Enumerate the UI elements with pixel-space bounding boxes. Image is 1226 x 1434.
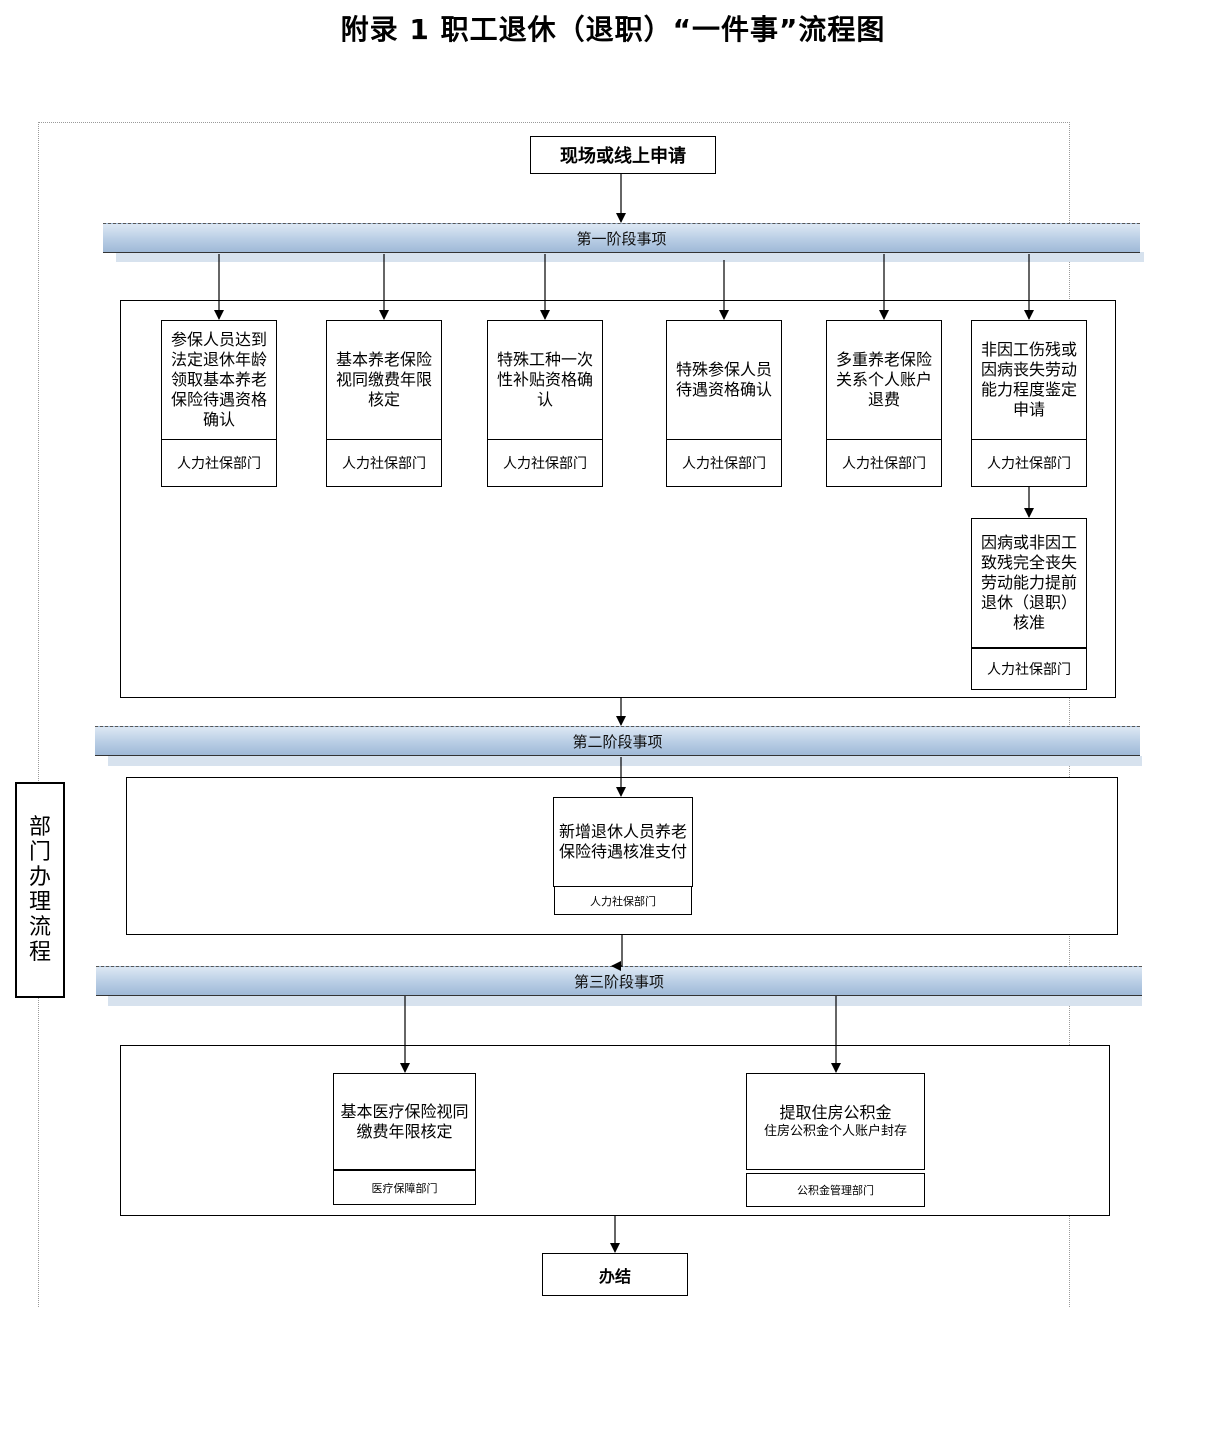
stage3-item-2: 提取住房公积金 住房公积金个人账户封存 [746, 1073, 925, 1170]
stage1-item-3-dept: 人力社保部门 [487, 439, 603, 487]
stage1-item-1: 参保人员达到法定退休年龄领取基本养老保险待遇资格确认 [161, 320, 277, 440]
arrow-stage2-to-stage3 [611, 935, 623, 971]
stage2-item: 新增退休人员养老保险待遇核准支付 [553, 797, 693, 887]
stage3-item-2-dept: 公积金管理部门 [746, 1173, 925, 1207]
stage1-item-6: 非因工伤残或因病丧失劳动能力程度鉴定申请 [971, 320, 1087, 440]
stage3-item-2-sub: 住房公积金个人账户封存 [763, 1124, 907, 1139]
stage1-band-shadow [116, 252, 1144, 262]
stage1-item-4-dept: 人力社保部门 [666, 439, 782, 487]
stage1-item-1-dept: 人力社保部门 [161, 439, 277, 487]
stage2-band-shadow [108, 756, 1142, 766]
stage1-item-2-dept: 人力社保部门 [326, 439, 442, 487]
process-frame [38, 122, 1070, 1307]
start-node: 现场或线上申请 [530, 136, 716, 174]
stage1-container [120, 300, 1116, 698]
stage1-item-3: 特殊工种一次性补贴资格确认 [487, 320, 603, 440]
stage1-item-5: 多重养老保险关系个人账户退费 [826, 320, 942, 440]
stage3-container [120, 1045, 1110, 1216]
stage3-item-1: 基本医疗保险视同缴费年限核定 [333, 1073, 476, 1170]
stage1-band: 第一阶段事项 [103, 223, 1140, 253]
stage1-followup: 因病或非因工致残完全丧失劳动能力提前退休（退职）核准 [971, 518, 1087, 648]
stage3-item-2-title: 提取住房公积金 [779, 1103, 892, 1122]
page-title: 附录 1 职工退休（退职）“一件事”流程图 [340, 13, 886, 46]
stage1-followup-dept: 人力社保部门 [971, 648, 1087, 690]
side-label: 部门办理流程 [15, 782, 65, 998]
stage1-item-6-dept: 人力社保部门 [971, 439, 1087, 487]
stage2-band: 第二阶段事项 [95, 726, 1140, 756]
stage1-item-5-dept: 人力社保部门 [826, 439, 942, 487]
stage3-item-1-dept: 医疗保障部门 [333, 1170, 476, 1205]
end-node: 办结 [542, 1253, 688, 1296]
stage2-item-dept: 人力社保部门 [554, 886, 692, 915]
stage3-band-shadow [108, 996, 1142, 1006]
stage1-item-2: 基本养老保险视同缴费年限核定 [326, 320, 442, 440]
